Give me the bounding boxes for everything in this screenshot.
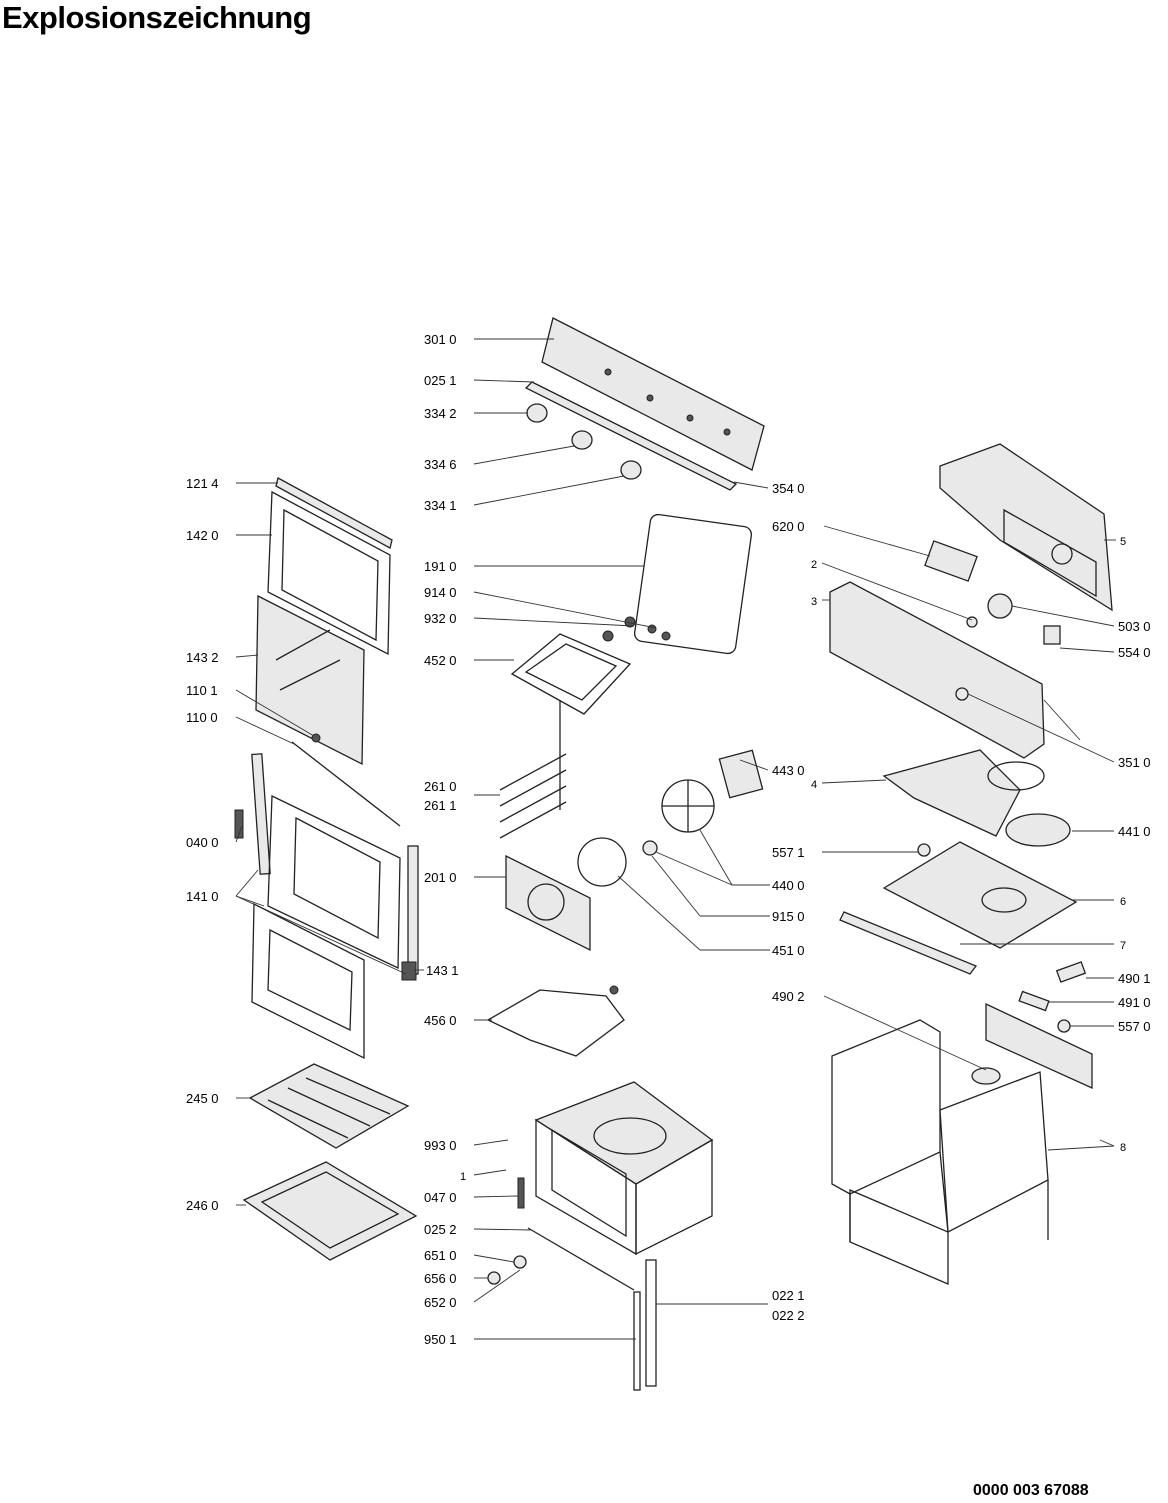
- oven-cavity-drawing: [534, 1081, 714, 1256]
- callout-label: 656 0: [424, 1271, 457, 1286]
- callout-label: 201 0: [424, 870, 457, 885]
- oven-housing-drawing: [831, 1002, 1093, 1285]
- callout-label: 301 0: [424, 332, 457, 347]
- callout-label: 121 4: [186, 476, 219, 491]
- callout-label: 261 1: [424, 798, 457, 813]
- callout-label: 557 1: [772, 845, 805, 860]
- callout-label: 334 2: [424, 406, 457, 421]
- callout-label: 557 0: [1118, 1019, 1151, 1034]
- callout-label: 5: [1120, 536, 1126, 548]
- callout-label: 652 0: [424, 1295, 457, 1310]
- wire-shelf-drawing: [248, 1063, 410, 1149]
- callout-label: 490 1: [1118, 971, 1151, 986]
- callout-label: 651 0: [424, 1248, 457, 1263]
- door-glass-drawing: [255, 594, 365, 766]
- callout-label: 451 0: [772, 943, 805, 958]
- callout-label: 993 0: [424, 1138, 457, 1153]
- door-handle-drawing: [291, 741, 401, 827]
- fan-motor-drawing: [718, 749, 764, 799]
- callout-label: 334 6: [424, 457, 457, 472]
- callout-label: 246 0: [186, 1198, 219, 1213]
- callout-label: 440 0: [772, 878, 805, 893]
- callout-label: 022 2: [772, 1308, 805, 1323]
- knob-drawing: [620, 460, 642, 480]
- callout-label: 491 0: [1118, 995, 1151, 1010]
- callout-label: 443 0: [772, 763, 805, 778]
- document-number: 0000 003 67088: [973, 1482, 1089, 1499]
- callout-label: 6: [1120, 896, 1126, 908]
- callout-label: 503 0: [1118, 619, 1151, 634]
- control-frame-drawing: [829, 581, 1045, 759]
- outer-door-drawing: [267, 794, 401, 970]
- callout-label: 490 2: [772, 989, 805, 1004]
- baking-tray-drawing: [242, 1161, 418, 1261]
- callout-label: 110 1: [186, 683, 218, 698]
- shelf-runner-drawing: [499, 700, 567, 839]
- panel-strip-drawing: [524, 381, 738, 491]
- cooling-fan-drawing: [1005, 813, 1071, 847]
- leader-lines: [235, 338, 1116, 1340]
- callout-label: 191 0: [424, 559, 457, 574]
- control-panel-drawing: [541, 317, 765, 471]
- fan-blade-drawing: [661, 779, 715, 833]
- callout-label: 554 0: [1118, 645, 1151, 660]
- callout-label: 025 1: [424, 373, 457, 388]
- callout-label: 143 1: [426, 963, 459, 978]
- callout-label: 143 2: [186, 650, 219, 665]
- callout-label: 110 0: [186, 710, 218, 725]
- callout-label: 351 0: [1118, 755, 1151, 770]
- top-cover-drawing: [882, 841, 1078, 949]
- callout-label: 022 1: [772, 1288, 805, 1303]
- ring-element-drawing: [577, 837, 627, 887]
- door-panel-drawing: [267, 490, 391, 656]
- callout-label: 047 0: [424, 1190, 457, 1205]
- callout-label: 3: [811, 596, 817, 608]
- callout-labels: 301 0 025 1 334 2 334 6 334 1 354 0 121 …: [186, 332, 1151, 1347]
- knob-drawing: [571, 430, 593, 450]
- callout-label: 620 0: [772, 519, 805, 534]
- callout-label: 261 0: [424, 779, 457, 794]
- callout-label: 8: [1120, 1142, 1126, 1154]
- callout-label: 142 0: [186, 528, 219, 543]
- electronics-board-drawing: [939, 443, 1113, 612]
- callout-label: 025 2: [424, 1222, 457, 1237]
- callout-label: 452 0: [424, 653, 457, 668]
- front-strip-drawing: [839, 911, 978, 975]
- callout-label: 932 0: [424, 611, 457, 626]
- page-title: Explosionszeichnung: [2, 0, 312, 35]
- callout-label: 245 0: [186, 1091, 219, 1106]
- callout-label: 915 0: [772, 909, 805, 924]
- callout-label: 334 1: [424, 498, 457, 513]
- callout-label: 914 0: [424, 585, 457, 600]
- hinge-drawing: [251, 753, 271, 875]
- parts-layer: [234, 317, 1113, 1391]
- fan-plate-drawing: [882, 749, 1021, 837]
- oven-gasket-drawing: [633, 513, 753, 655]
- callout-label: 040 0: [186, 835, 219, 850]
- knob-drawing: [526, 403, 548, 423]
- fan-cover-drawing: [505, 854, 591, 952]
- callout-label: 4: [811, 779, 817, 791]
- callout-label: 2: [811, 559, 817, 571]
- lower-heating-element-drawing: [486, 989, 625, 1057]
- callout-label: 141 0: [186, 889, 219, 904]
- callout-label: 456 0: [424, 1013, 457, 1028]
- callout-label: 1: [460, 1171, 466, 1183]
- callout-label: 950 1: [424, 1332, 457, 1347]
- callout-label: 354 0: [772, 481, 805, 496]
- callout-label: 7: [1120, 940, 1126, 952]
- callout-label: 441 0: [1118, 824, 1151, 839]
